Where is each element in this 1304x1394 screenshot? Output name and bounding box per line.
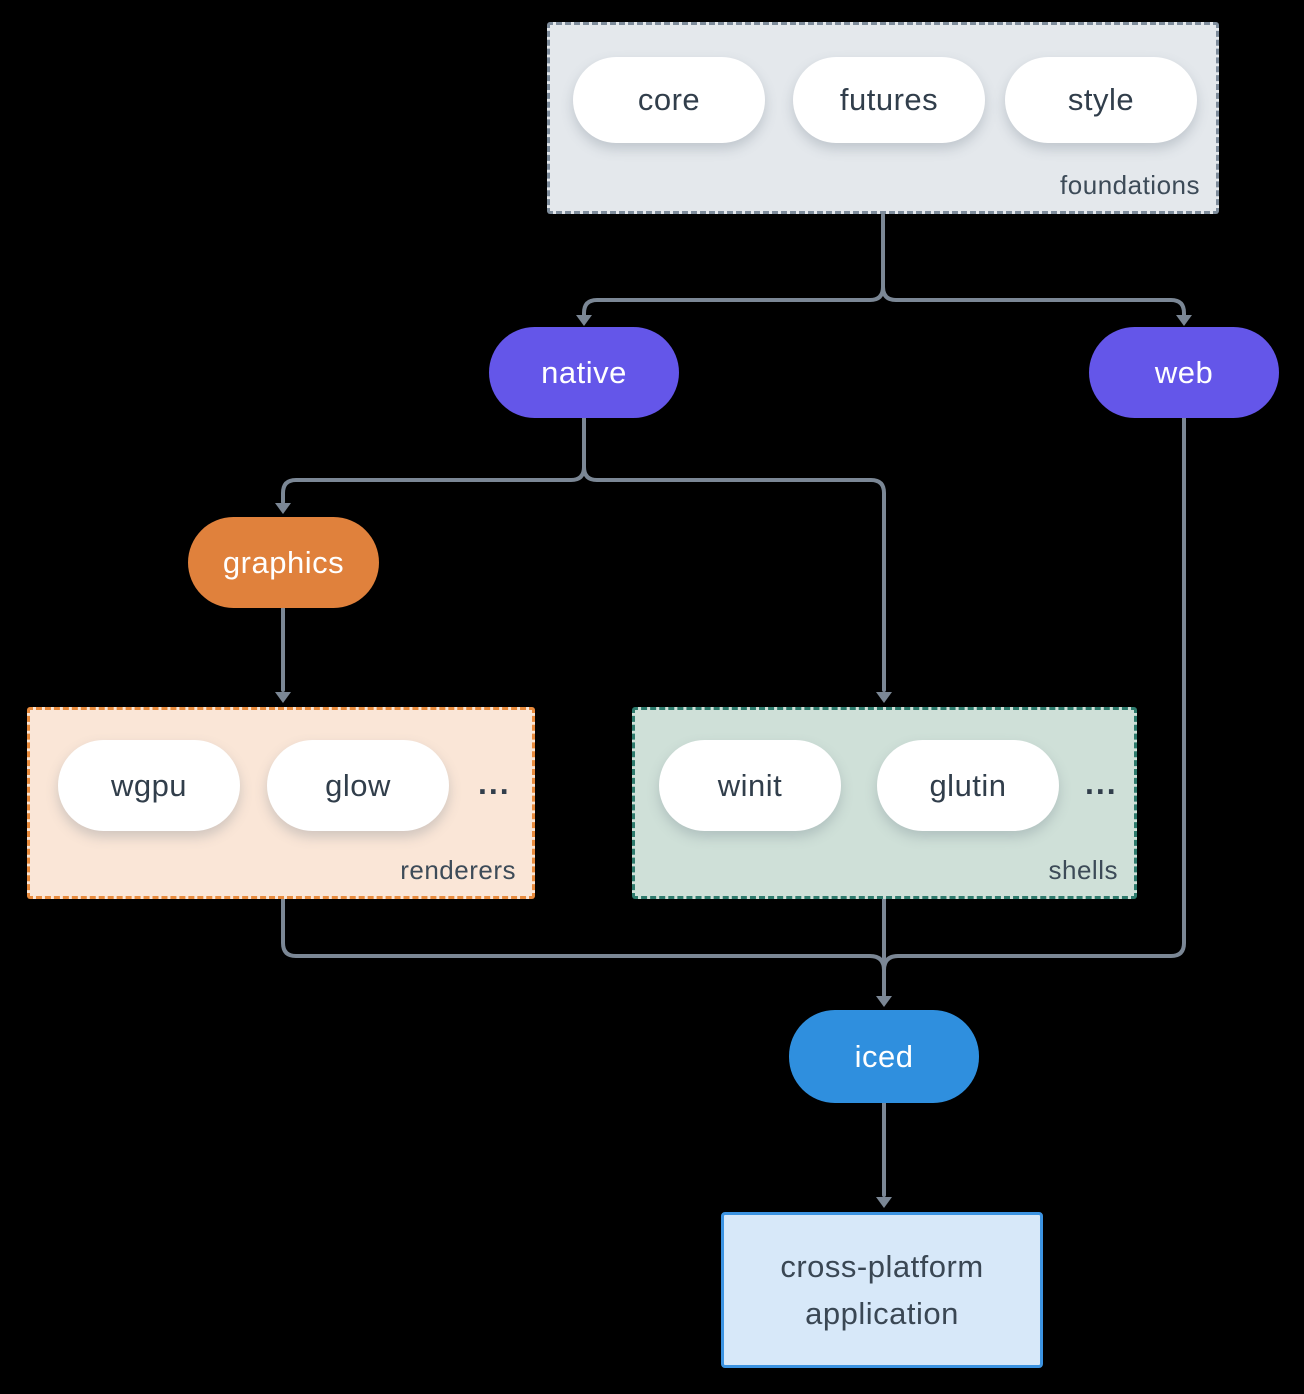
- arrowhead-shells-icon: [876, 692, 892, 703]
- pill-glow-label: glow: [325, 767, 391, 803]
- arrowhead-renderers-icon: [275, 692, 291, 703]
- application-box: cross-platform application: [721, 1212, 1043, 1368]
- pill-native-label: native: [541, 354, 627, 390]
- edge-native-to-graphics: [281, 465, 586, 504]
- edge-native-to-shells: [582, 465, 886, 692]
- pill-style-label: style: [1067, 82, 1135, 117]
- arrowhead-iced-icon: [876, 996, 892, 1007]
- pill-core: core: [573, 57, 765, 143]
- arrowhead-web-icon: [1176, 315, 1192, 326]
- pill-graphics-label: graphics: [222, 544, 345, 580]
- shells-label: shells: [1048, 855, 1118, 885]
- edge-foundations-to-web: [881, 285, 1186, 317]
- edge-foundations-to-native: [582, 285, 885, 317]
- pill-core-label: core: [637, 82, 701, 117]
- pill-futures: futures: [793, 57, 985, 143]
- renderers-label: renderers: [400, 855, 516, 885]
- pill-wgpu-label: wgpu: [110, 767, 188, 803]
- pill-web: web: [1089, 327, 1279, 418]
- arrowhead-application-icon: [876, 1197, 892, 1208]
- foundations-label: foundations: [1060, 170, 1200, 200]
- renderers-group: wgpu glow ... renderers: [27, 707, 535, 899]
- pill-glutin-label: glutin: [929, 767, 1007, 803]
- pill-native: native: [489, 327, 679, 418]
- pill-futures-label: futures: [839, 82, 939, 117]
- arrowhead-graphics-icon: [275, 503, 291, 514]
- arrowhead-native-icon: [576, 315, 592, 326]
- pill-graphics: graphics: [188, 517, 379, 608]
- shells-group: winit glutin ... shells: [632, 707, 1137, 899]
- pill-winit-label: winit: [717, 767, 783, 803]
- pill-web-label: web: [1154, 354, 1214, 390]
- pill-iced: iced: [789, 1010, 979, 1103]
- pill-winit: winit: [659, 740, 841, 831]
- shells-ellipsis: ...: [1085, 765, 1118, 801]
- renderers-ellipsis: ...: [478, 765, 511, 801]
- pill-iced-label: iced: [854, 1038, 914, 1074]
- application-label-line1: cross-platform: [780, 1249, 984, 1284]
- pill-wgpu: wgpu: [58, 740, 240, 831]
- pill-style: style: [1005, 57, 1197, 143]
- pill-glow: glow: [267, 740, 449, 831]
- edge-renderers-to-merge: [281, 897, 886, 972]
- application-label-line2: application: [805, 1296, 959, 1331]
- foundations-group: core futures style foundations: [547, 22, 1219, 214]
- pill-glutin: glutin: [877, 740, 1059, 831]
